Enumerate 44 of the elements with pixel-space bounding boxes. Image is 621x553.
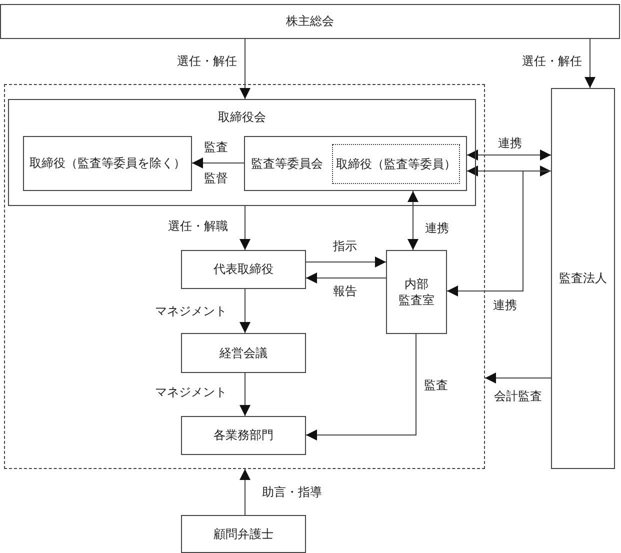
edge-label: 選任・解任 (177, 54, 237, 68)
arrow (306, 256, 386, 268)
process-box: 代表取締役 (181, 250, 306, 289)
edge-label: 会計監査 (494, 388, 542, 404)
arrow (192, 158, 244, 168)
arrow (466, 150, 552, 160)
edge-label: 報告 (333, 284, 357, 298)
text-label: 監督 (204, 170, 228, 186)
arrow (240, 288, 250, 334)
arrow (306, 334, 416, 440)
arrow (240, 38, 250, 100)
group-box (8, 99, 476, 206)
edge-label: 連携 (498, 136, 522, 150)
arrow (484, 372, 552, 384)
arrow (446, 170, 552, 296)
process-box: 各業務部門 (181, 416, 306, 455)
process-box: 内部監査室 (386, 250, 447, 334)
group-heading: 取締役会 (218, 109, 266, 126)
process-box: 監査法人 (551, 88, 615, 469)
group-box (244, 136, 467, 191)
edge-label: 選任・解職 (168, 218, 228, 234)
edge-label: 監査 (204, 140, 228, 154)
edge-label: 指示 (333, 238, 357, 254)
process-box: 顧問弁護士 (181, 515, 306, 553)
group-heading: 監査等委員会 (251, 155, 323, 172)
process-box: 経営会議 (181, 333, 306, 373)
arrow (240, 372, 250, 416)
edge-label: マネジメント (155, 384, 227, 400)
process-box: 取締役（監査等委員を除く） (23, 136, 192, 191)
arrow (240, 206, 250, 250)
edge-label: マネジメント (155, 304, 227, 318)
edge-label: 連携 (425, 220, 449, 236)
dashed-boundary-box (4, 84, 485, 469)
edge-label: 監査 (424, 378, 448, 392)
arrow (584, 38, 596, 88)
arrow (466, 166, 552, 176)
arrow (240, 468, 250, 516)
edge-label: 選任・解任 (522, 54, 582, 68)
arrow (408, 190, 418, 250)
edge-label: 助言・指導 (262, 484, 322, 500)
dotted-box: 取締役（監査等委員） (332, 144, 460, 184)
arrow (306, 272, 386, 284)
edge-label: 連携 (493, 298, 517, 312)
process-box: 株主総会 (0, 4, 620, 39)
